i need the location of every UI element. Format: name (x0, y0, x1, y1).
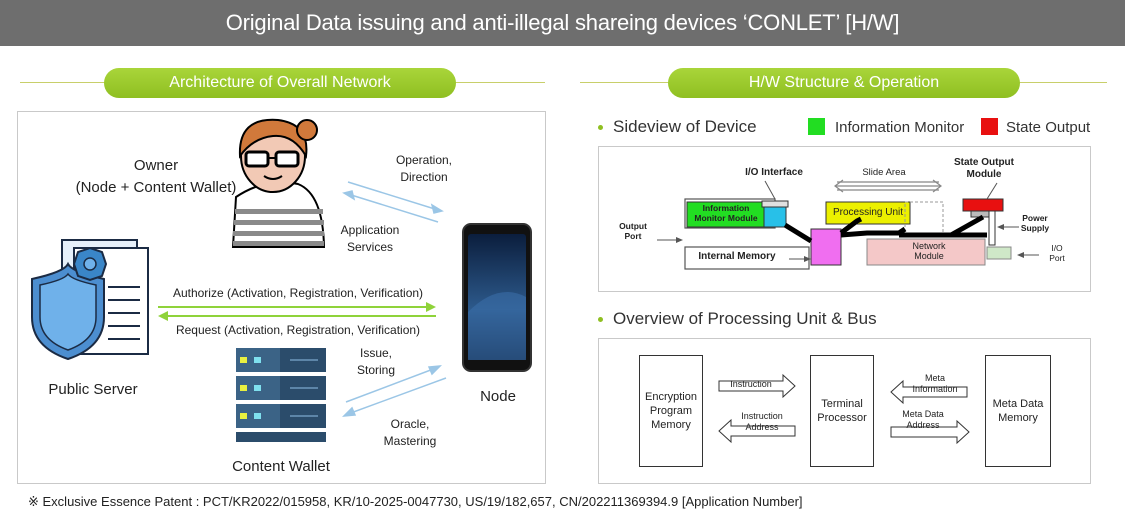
application-services-label: Application Services (340, 223, 400, 255)
processing-unit-label: Processing Unit (832, 207, 904, 218)
right-section-pill: H/W Structure & Operation (668, 68, 1020, 98)
operation-direction-label: Operation, Direction (395, 153, 453, 185)
instruction-address-label: Instruction Address (741, 411, 783, 432)
authorize-label: Authorize (Activation, Registration, Ver… (172, 286, 424, 300)
title-bar: Original Data issuing and anti-illegal s… (0, 0, 1125, 46)
meta-data-memory-box: Meta Data Memory (985, 355, 1051, 467)
network-architecture-panel: Owner (Node + Content Wallet) Operation,… (17, 111, 546, 484)
legend-state-output-label: State Output (1006, 119, 1091, 136)
sideview-heading: Sideview of Device (598, 117, 757, 137)
request-label: Request (Activation, Registration, Verif… (175, 323, 421, 337)
meta-data-address-label: Meta Data Address (902, 409, 944, 430)
bullet-dot (598, 317, 603, 323)
info-monitor-module-label: Information Monitor Module (694, 203, 758, 223)
bullet-dot (598, 125, 603, 131)
legend-info-monitor-label: Information Monitor (835, 119, 965, 136)
wallet-node-arrows (342, 365, 447, 417)
node-label: Node (480, 388, 516, 405)
io-port-label: I/O Port (1049, 243, 1065, 264)
internal-memory-label: Internal Memory (698, 251, 776, 262)
bus-arrows (718, 373, 970, 445)
encryption-program-memory-box: Encryption Program Memory (639, 355, 703, 467)
legend-info-monitor-swatch (808, 118, 825, 135)
bus-overview-svg (718, 373, 970, 445)
patent-footnote: ※ Exclusive Essence Patent : PCT/KR2022/… (28, 494, 803, 509)
device-sideview-svg (657, 179, 1039, 270)
content-wallet-label: Content Wallet (232, 458, 330, 475)
left-section-pill: Architecture of Overall Network (104, 68, 456, 98)
content-wallet-server-icon (236, 348, 326, 442)
network-module-label: Network Module (912, 241, 946, 262)
public-server-shield-icon (31, 239, 149, 361)
power-supply-label: Power Supply (1020, 213, 1050, 234)
bus-overview-panel: Encryption Program Memory Terminal Proce… (598, 338, 1091, 484)
terminal-processor-box: Terminal Processor (810, 355, 874, 467)
server-node-arrows (158, 302, 436, 321)
page-title: Original Data issuing and anti-illegal s… (225, 10, 900, 35)
network-diagram-svg (31, 118, 532, 442)
owner-person-icon (231, 118, 326, 248)
slide-area-label: Slide Area (862, 167, 906, 178)
state-output-module-label: State Output Module (954, 157, 1014, 180)
right-section-title: H/W Structure & Operation (748, 74, 940, 91)
public-server-label: Public Server (48, 381, 138, 398)
oracle-mastering-label: Oracle, Mastering (383, 417, 437, 449)
io-interface-label: I/O Interface (745, 167, 803, 178)
left-section-title: Architecture of Overall Network (169, 74, 391, 91)
node-smartphone-icon (462, 223, 532, 372)
output-port-label: Output Port (619, 221, 647, 242)
device-sideview-panel: I/O Interface Slide Area State Output Mo… (598, 146, 1091, 292)
owner-node-arrows (342, 181, 444, 223)
owner-label: Owner (Node + Content Wallet) (75, 157, 237, 196)
legend-state-output-swatch (981, 118, 998, 135)
issue-storing-label: Issue, Storing (356, 346, 396, 378)
overview-heading: Overview of Processing Unit & Bus (598, 309, 877, 329)
slide-area-arrow (834, 179, 942, 193)
instruction-label: Instruction (730, 379, 772, 389)
meta-information-label: Meta Information (912, 373, 958, 394)
